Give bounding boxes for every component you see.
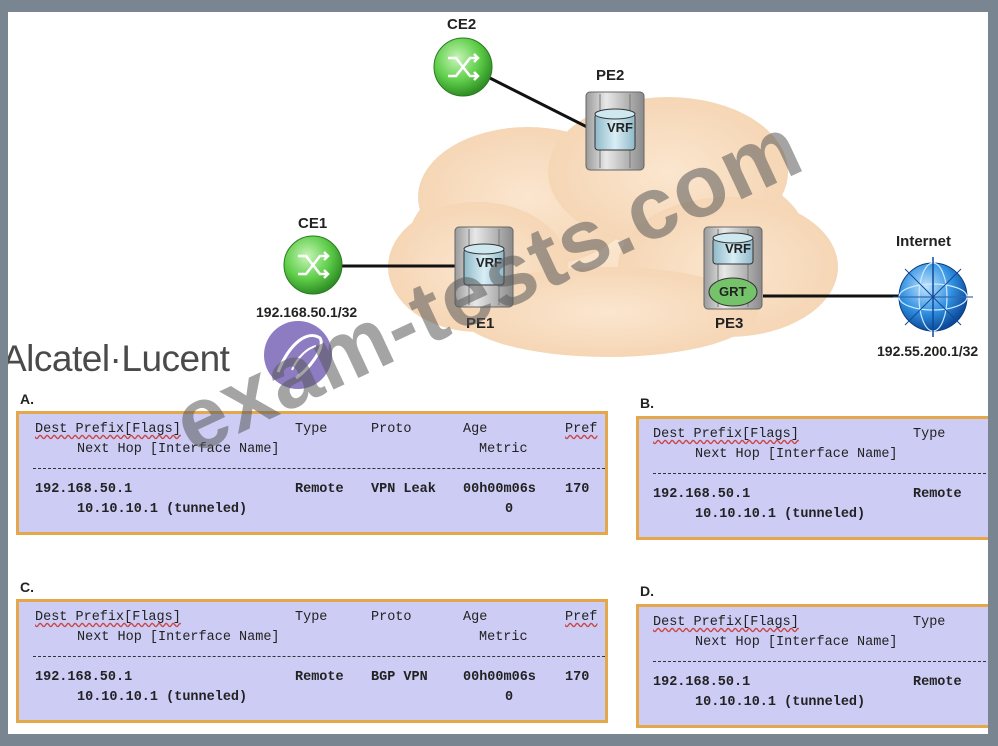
- row-next-hop: 10.10.10.1 (tunneled): [77, 502, 248, 517]
- pe3-router-icon: [703, 226, 763, 310]
- header-age: Age: [463, 422, 488, 437]
- separator: [653, 661, 988, 662]
- header-next-hop: Next Hop [Interface Name]: [77, 630, 280, 645]
- row-next-hop: 10.10.10.1 (tunneled): [695, 507, 866, 522]
- network-diagram: [264, 37, 973, 389]
- link-ce2-pe2: [471, 67, 594, 132]
- pe3-vrf-label: VRF: [725, 241, 751, 256]
- pe2-router-icon: [585, 91, 645, 171]
- option-b-table: Dest Prefix[Flags] Type Next Hop [Interf…: [636, 416, 988, 540]
- diagram-canvas: CE2 PE2 CE1 PE1 PE3 Internet VRF VRF VRF…: [8, 12, 988, 734]
- row-dest-prefix: 192.168.50.1: [653, 487, 751, 502]
- internet-globe-icon: [893, 257, 973, 337]
- option-a-table: Dest Prefix[Flags] Type Proto Age Pref N…: [16, 411, 608, 535]
- row-proto: BGP VPN: [371, 670, 428, 685]
- ce2-router-icon: [433, 37, 493, 97]
- header-metric: Metric: [479, 630, 528, 645]
- internet-label: Internet: [896, 233, 952, 250]
- header-type: Type: [913, 615, 946, 630]
- alcatel-lucent-logo-icon: [264, 321, 332, 389]
- header-dest-prefix: Dest Prefix[Flags]: [653, 427, 799, 442]
- header-age: Age: [463, 610, 488, 625]
- option-a-label: A.: [20, 391, 34, 407]
- pe1-label: PE1: [466, 315, 495, 332]
- header-pref: Pref: [565, 422, 598, 437]
- row-type: Remote: [913, 487, 962, 502]
- option-c-label: C.: [20, 579, 34, 595]
- pe1-vrf-label: VRF: [476, 255, 502, 270]
- pe3-label: PE3: [715, 315, 744, 332]
- header-type: Type: [913, 427, 946, 442]
- header-type: Type: [295, 422, 328, 437]
- row-dest-prefix: 192.168.50.1: [35, 482, 133, 497]
- header-next-hop: Next Hop [Interface Name]: [77, 442, 280, 457]
- header-dest-prefix: Dest Prefix[Flags]: [35, 610, 181, 625]
- header-proto: Proto: [371, 610, 412, 625]
- header-dest-prefix: Dest Prefix[Flags]: [653, 615, 799, 630]
- separator: [653, 473, 988, 474]
- header-pref: Pref: [565, 610, 598, 625]
- option-d-table: Dest Prefix[Flags] Type Next Hop [Interf…: [636, 604, 988, 728]
- ce1-router-icon: [283, 235, 343, 295]
- separator: [33, 656, 605, 657]
- option-b-label: B.: [640, 395, 654, 411]
- header-next-hop: Next Hop [Interface Name]: [695, 635, 898, 650]
- pe3-grt-label: GRT: [719, 284, 747, 299]
- row-metric: 0: [505, 502, 514, 517]
- row-type: Remote: [913, 675, 962, 690]
- header-next-hop: Next Hop [Interface Name]: [695, 447, 898, 462]
- row-proto: VPN Leak: [371, 482, 436, 497]
- row-dest-prefix: 192.168.50.1: [35, 670, 133, 685]
- row-age: 00h00m06s: [463, 482, 536, 497]
- row-type: Remote: [295, 670, 344, 685]
- row-pref: 170: [565, 670, 590, 685]
- row-metric: 0: [505, 690, 514, 705]
- header-dest-prefix: Dest Prefix[Flags]: [35, 422, 181, 437]
- pe1-router-icon: [454, 226, 514, 308]
- row-age: 00h00m06s: [463, 670, 536, 685]
- option-d-label: D.: [640, 583, 654, 599]
- pe2-label: PE2: [596, 67, 625, 84]
- pe2-vrf-label: VRF: [607, 120, 633, 135]
- option-c-table: Dest Prefix[Flags] Type Proto Age Pref N…: [16, 599, 608, 723]
- header-type: Type: [295, 610, 328, 625]
- row-type: Remote: [295, 482, 344, 497]
- internet-ip-label: 192.55.200.1/32: [877, 343, 979, 359]
- alcatel-lucent-logo: Alcatel·Lucent: [8, 338, 230, 379]
- header-proto: Proto: [371, 422, 412, 437]
- row-dest-prefix: 192.168.50.1: [653, 675, 751, 690]
- row-next-hop: 10.10.10.1 (tunneled): [695, 695, 866, 710]
- ce2-label: CE2: [447, 16, 477, 33]
- separator: [33, 468, 605, 469]
- row-pref: 170: [565, 482, 590, 497]
- ce1-label: CE1: [298, 215, 328, 232]
- header-metric: Metric: [479, 442, 528, 457]
- row-next-hop: 10.10.10.1 (tunneled): [77, 690, 248, 705]
- ce1-ip-label: 192.168.50.1/32: [256, 304, 358, 320]
